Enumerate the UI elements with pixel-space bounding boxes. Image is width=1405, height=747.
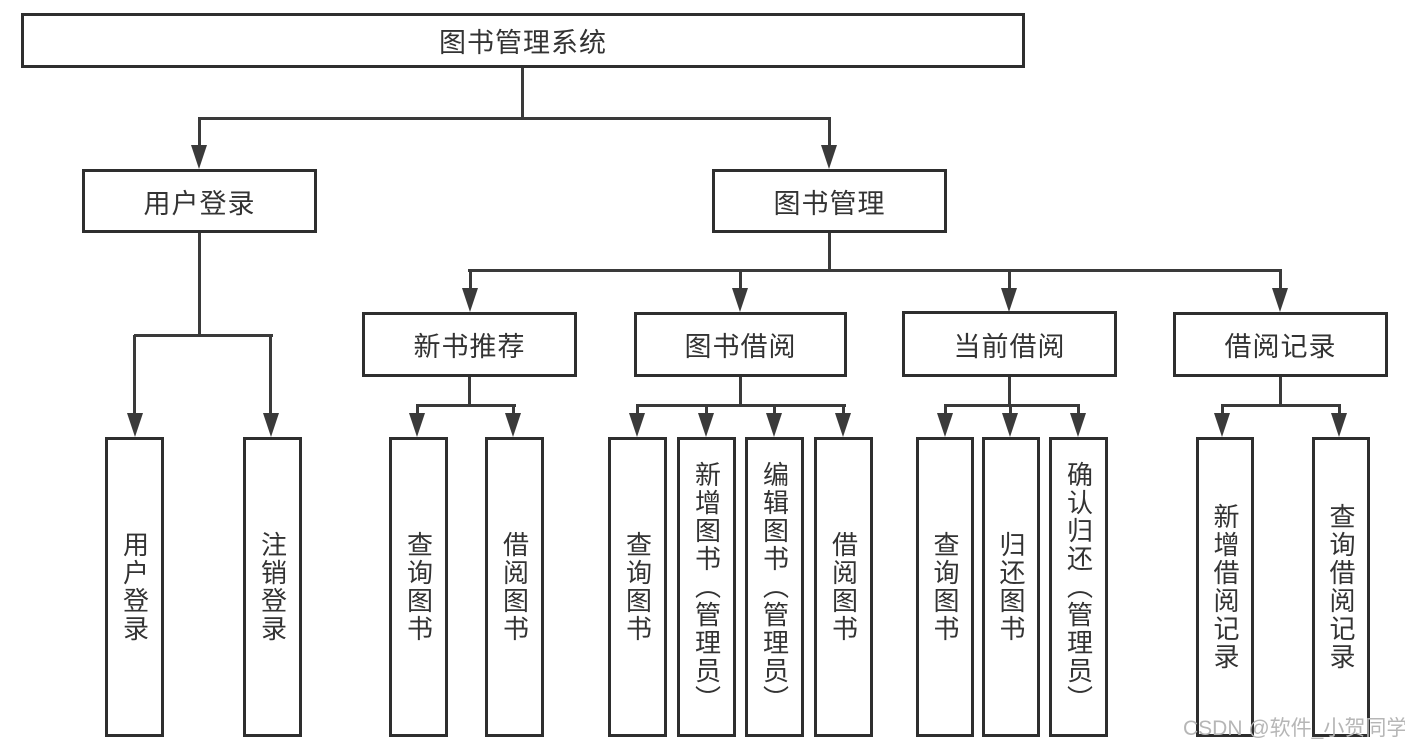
edge-records-stub (1279, 376, 1282, 407)
leaf-label: 编辑图书（管理员） (759, 461, 790, 713)
node-leaf-user-login: 用户登录 (105, 437, 164, 737)
arrow-down-icon (462, 288, 478, 312)
edge-records-branch (1221, 404, 1341, 407)
edge-level2-branch (198, 117, 831, 120)
edge-level3-branch (468, 269, 1282, 272)
leaf-label: 查询图书 (403, 531, 434, 643)
edge-currentborrow-stem-2 (1009, 406, 1012, 416)
node-book-management: 图书管理 (712, 169, 947, 233)
edge-currentborrow-stub (1008, 376, 1011, 407)
node-leaf-confirm-return-admin: 确认归还（管理员） (1049, 437, 1108, 737)
node-book-borrow: 图书借阅 (634, 312, 847, 377)
arrow-down-icon (821, 145, 837, 169)
leaf-label: 查询图书 (930, 531, 960, 643)
edge-userlogin-child2-stub (269, 335, 272, 415)
leaf-label: 借阅图书 (499, 531, 530, 643)
arrow-down-icon (698, 413, 714, 437)
leaf-label: 用户登录 (119, 531, 150, 643)
node-user-login: 用户登录 (82, 169, 317, 233)
arrow-down-icon (409, 413, 425, 437)
edge-newbook-stub (468, 376, 471, 407)
edge-currentborrow-branch (944, 404, 1080, 407)
node-leaf-query-books-current: 查询图书 (916, 437, 974, 737)
node-leaf-query-borrow-record: 查询借阅记录 (1312, 437, 1370, 737)
arrow-down-icon (1272, 288, 1288, 312)
arrow-down-icon (263, 413, 279, 437)
edge-level2-right-stub (828, 118, 831, 148)
arrow-down-icon (766, 413, 782, 437)
leaf-label: 新增图书（管理员） (691, 461, 722, 713)
node-new-book-recommend: 新书推荐 (362, 312, 577, 377)
edge-root-stub (521, 66, 524, 119)
edge-currentborrow-stem-1 (944, 406, 947, 416)
leaf-label: 注销登录 (257, 531, 288, 643)
node-leaf-borrow-books-newbook: 借阅图书 (485, 437, 544, 737)
edge-bookborrow-stem-4 (842, 406, 845, 416)
node-leaf-query-books-borrow: 查询图书 (608, 437, 667, 737)
leaf-label: 借阅图书 (828, 531, 859, 643)
edge-userlogin-stub (198, 232, 201, 336)
node-leaf-borrow-books-borrow: 借阅图书 (814, 437, 873, 737)
arrow-down-icon (1070, 413, 1086, 437)
node-root: 图书管理系统 (21, 13, 1025, 68)
arrow-down-icon (191, 145, 207, 169)
edge-userlogin-child1-stub (133, 335, 136, 415)
node-leaf-query-books-newbook: 查询图书 (389, 437, 448, 737)
edge-newbook-stem-1 (416, 406, 419, 416)
edge-bookborrow-branch (636, 404, 846, 407)
edge-level3-stub-4 (1279, 270, 1282, 292)
node-leaf-logout: 注销登录 (243, 437, 302, 737)
arrow-down-icon (127, 413, 143, 437)
arrow-down-icon (505, 413, 521, 437)
node-leaf-return-book: 归还图书 (982, 437, 1040, 737)
edge-bookborrow-stem-1 (636, 406, 639, 416)
node-leaf-edit-book-admin: 编辑图书（管理员） (745, 437, 804, 737)
node-leaf-add-borrow-record: 新增借阅记录 (1196, 437, 1254, 737)
arrow-down-icon (629, 413, 645, 437)
edge-level2-left-stub (198, 118, 201, 148)
arrow-down-icon (732, 288, 748, 312)
arrow-down-icon (1002, 413, 1018, 437)
node-borrow-records: 借阅记录 (1173, 312, 1388, 377)
leaf-label: 归还图书 (996, 531, 1026, 643)
edge-level3-stub-3 (1008, 270, 1011, 292)
arrow-down-icon (1331, 413, 1347, 437)
edge-bookborrow-stem-2 (705, 406, 708, 416)
edge-newbook-stem-2 (512, 406, 515, 416)
leaf-label: 查询借阅记录 (1326, 503, 1356, 671)
node-current-borrow: 当前借阅 (902, 311, 1117, 377)
edge-newbook-branch (416, 404, 516, 407)
arrow-down-icon (1214, 413, 1230, 437)
node-leaf-add-book-admin: 新增图书（管理员） (677, 437, 736, 737)
edge-records-stem-2 (1338, 406, 1341, 416)
edge-level3-stub-1 (469, 270, 472, 292)
edge-userlogin-branch (134, 334, 273, 337)
edge-bookborrow-stem-3 (773, 406, 776, 416)
leaf-label: 新增借阅记录 (1210, 503, 1240, 671)
edge-bookmgmt-stub (828, 232, 831, 272)
arrow-down-icon (835, 413, 851, 437)
leaf-label: 查询图书 (622, 531, 653, 643)
arrow-down-icon (1001, 288, 1017, 312)
leaf-label: 确认归还（管理员） (1063, 461, 1094, 713)
edge-level3-stub-2 (739, 270, 742, 292)
watermark: CSDN @软件_小贺同学 (1183, 717, 1405, 740)
edge-bookborrow-stub (739, 376, 742, 407)
edge-currentborrow-stem-3 (1077, 406, 1080, 416)
arrow-down-icon (937, 413, 953, 437)
edge-records-stem-1 (1221, 406, 1224, 416)
